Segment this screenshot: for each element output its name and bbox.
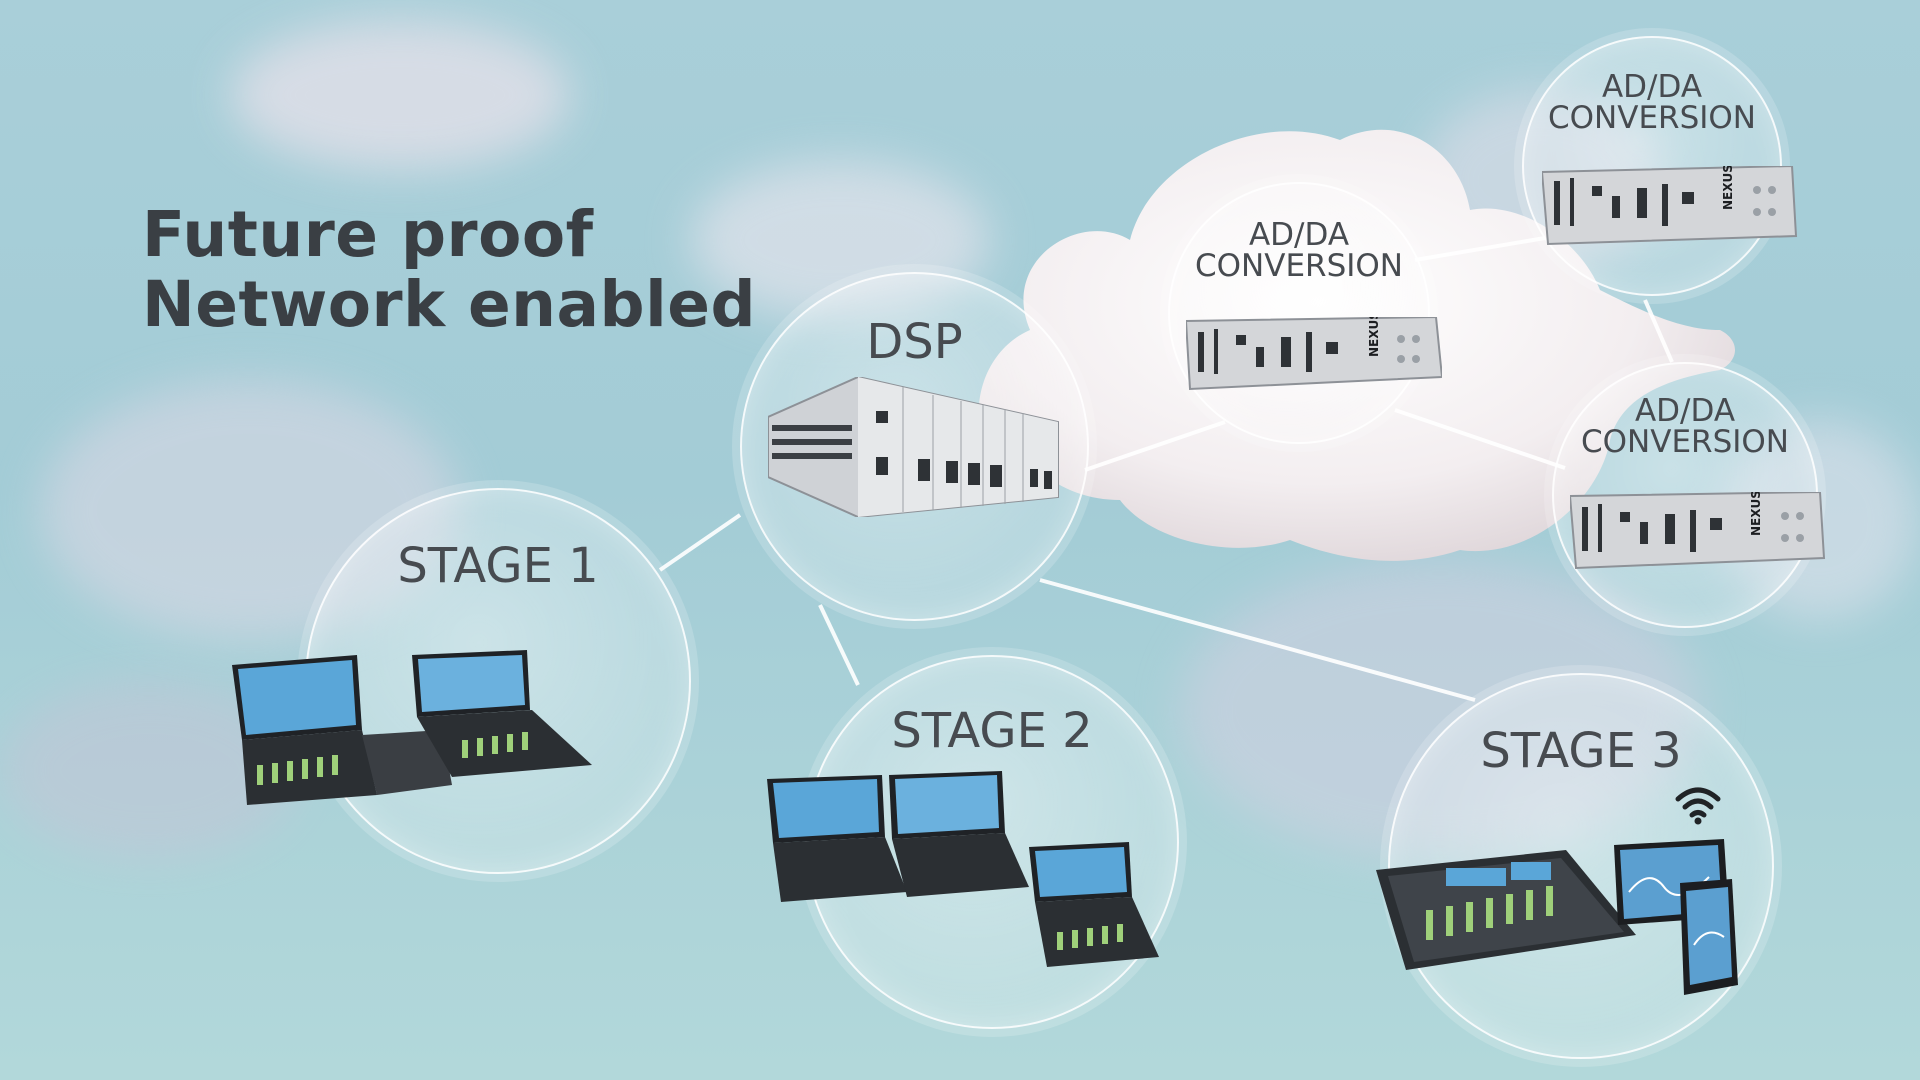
headline-line-1: Future proof [142,198,594,271]
link-adda-center-right [1394,408,1566,470]
adda-top-right-label-line1: AD/DA [1601,69,1703,105]
adda-right-label-line1: AD/DA [1634,393,1736,429]
mixing-console-icon [767,771,1159,967]
stage-1-label: STAGE 1 [397,538,599,594]
background-cloud [230,20,570,170]
nexus-label: NEXUS [1721,166,1735,210]
adda-right-node[interactable]: AD/DA CONVERSION NEXUS [1552,362,1826,628]
adda-top-right-node[interactable]: AD/DA CONVERSION NEXUS [1522,36,1798,296]
adda-top-right-label-line2: CONVERSION [1548,100,1756,136]
stage-3-label: STAGE 3 [1480,723,1682,779]
link-adda-center-top-right [1414,236,1546,262]
link-adda-top-right-right [1643,299,1674,363]
nexus-rack-icon: NEXUS [1542,166,1798,246]
link-dsp-cloud [1084,420,1226,472]
adda-right-label-line2: CONVERSION [1581,424,1789,460]
link-stage1-dsp [658,513,742,572]
adda-center-node[interactable]: AD/DA CONVERSION NEXUS [1168,182,1442,444]
adda-center-label-line2: CONVERSION [1195,248,1403,284]
stage-3-node[interactable]: STAGE 3 [1376,673,1774,1059]
adda-center-label-line1: AD/DA [1248,217,1350,253]
headline: Future proof Network enabled [142,200,756,340]
headline-line-2: Network enabled [142,268,757,341]
stage-2-label: STAGE 2 [891,703,1093,759]
dsp-rack-icon [768,377,1059,517]
nexus-rack-icon: NEXUS [1186,317,1442,391]
nexus-rack-icon: NEXUS [1570,492,1826,570]
dsp-node[interactable]: DSP [740,272,1089,621]
link-dsp-stage2 [818,604,860,686]
adda-right-label: AD/DA CONVERSION [1554,396,1816,458]
dsp-label: DSP [866,314,963,370]
mixing-console-icon [232,650,592,805]
wifi-icon [1675,787,1721,825]
stage-1-node[interactable]: STAGE 1 [232,488,691,874]
adda-center-label: AD/DA CONVERSION [1170,220,1428,282]
link-dsp-stage3 [1039,578,1476,702]
mixing-console-icon [1376,850,1636,970]
nexus-label: NEXUS [1749,492,1763,536]
stage-2-node[interactable]: STAGE 2 [767,655,1179,1029]
adda-top-right-label: AD/DA CONVERSION [1524,72,1780,134]
smartphone-icon [1680,879,1738,995]
nexus-label: NEXUS [1367,317,1381,357]
